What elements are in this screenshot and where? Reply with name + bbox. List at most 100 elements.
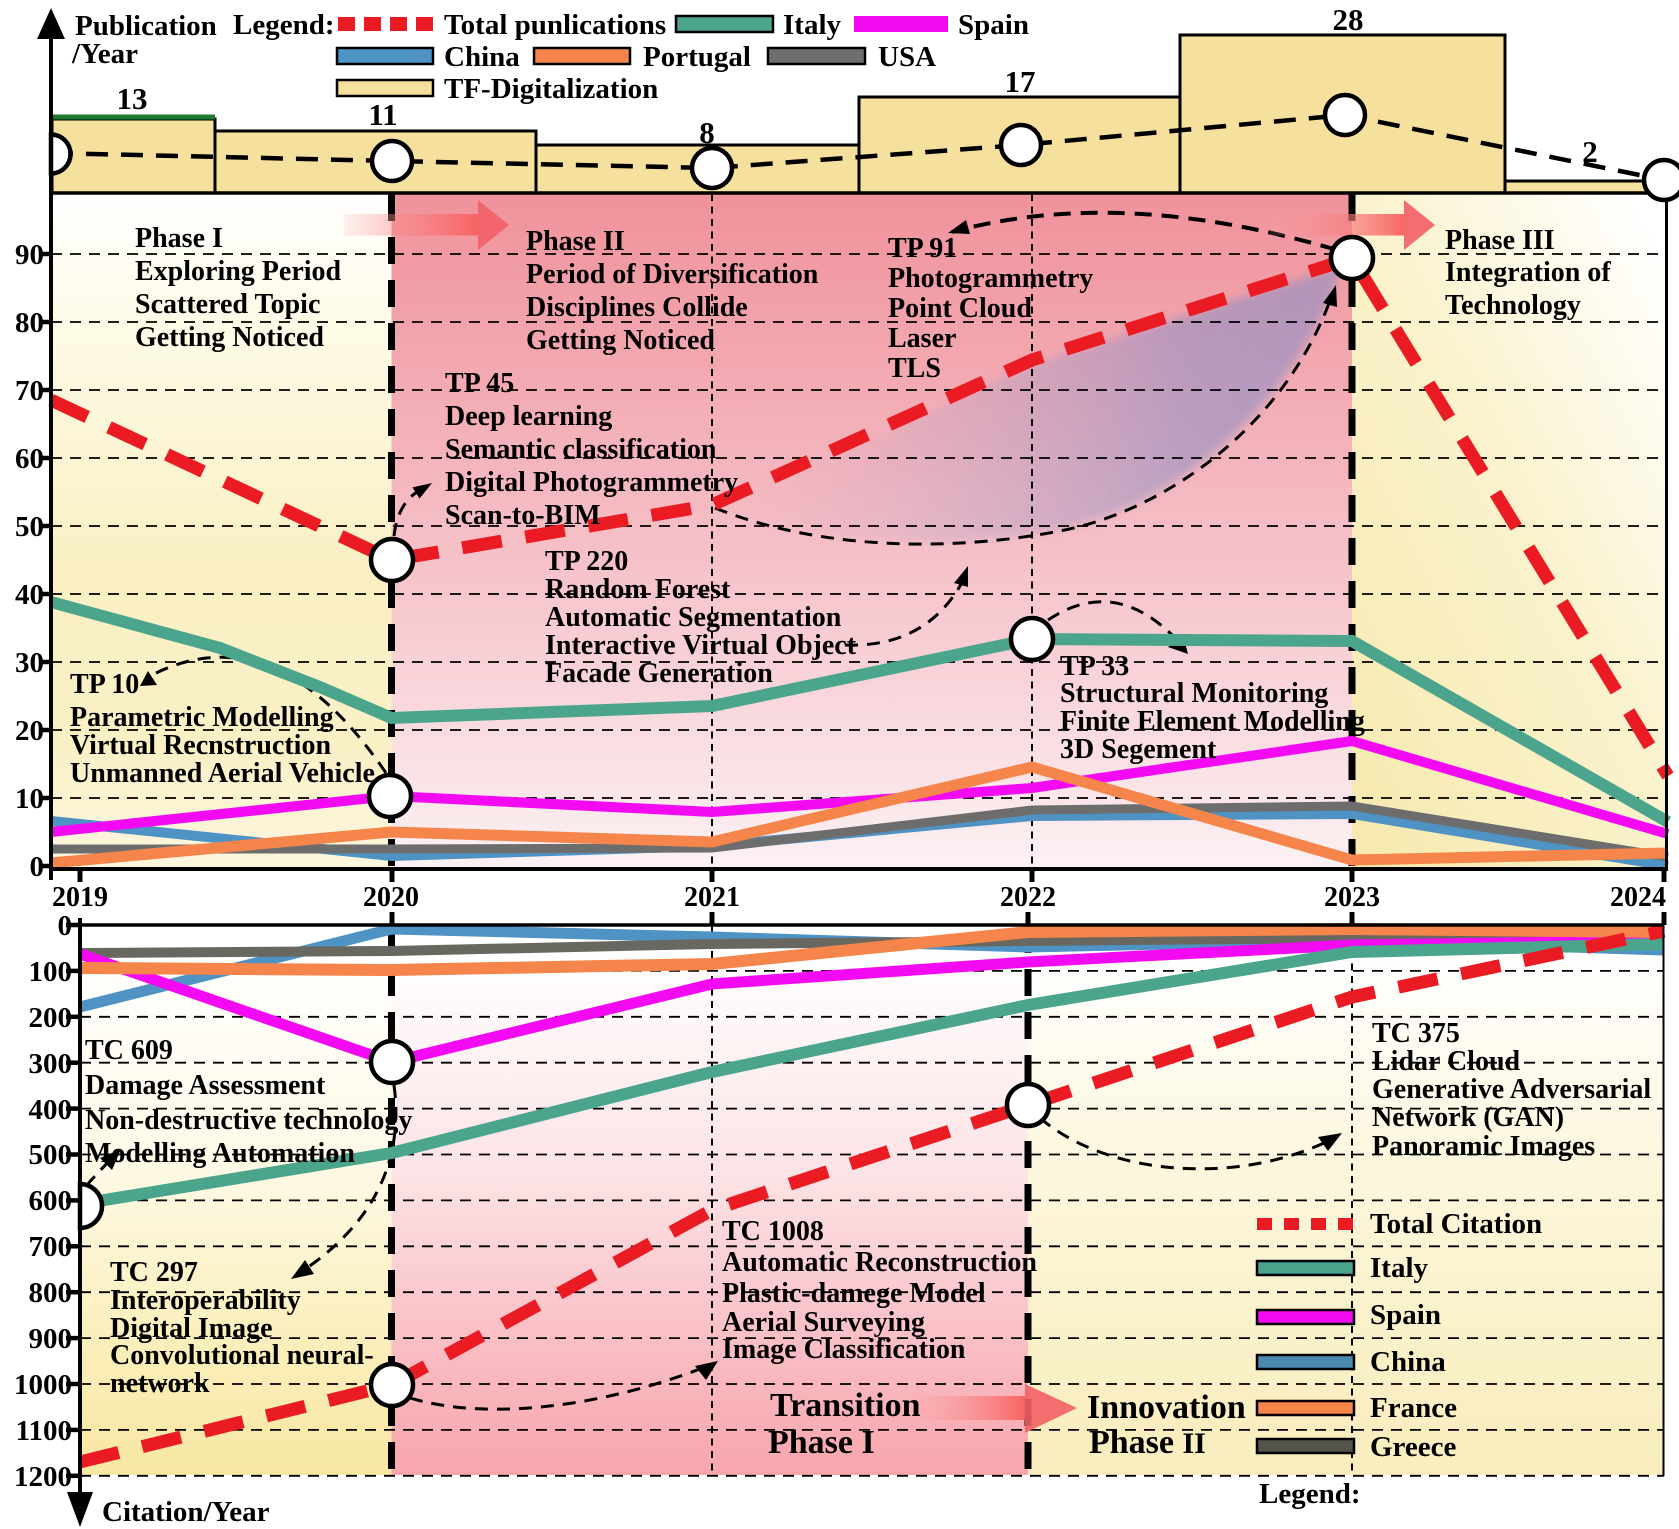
svg-text:Plastic-damege Model: Plastic-damege Model <box>722 1278 986 1309</box>
svg-text:Citation/Year: Citation/Year <box>102 1496 270 1528</box>
svg-text:Integration of: Integration of <box>1445 257 1611 288</box>
svg-text:2022: 2022 <box>1000 882 1056 913</box>
svg-text:Scan-to-BIM: Scan-to-BIM <box>445 500 601 531</box>
svg-text:Getting Noticed: Getting Noticed <box>135 322 324 353</box>
svg-text:Phase I: Phase I <box>768 1424 875 1461</box>
svg-text:90: 90 <box>15 239 44 271</box>
svg-text:200: 200 <box>29 1002 73 1034</box>
svg-text:Digital Photogrammetry: Digital Photogrammetry <box>445 467 738 498</box>
svg-text:Publication: Publication <box>75 10 217 42</box>
svg-text:11: 11 <box>368 97 397 132</box>
svg-text:Italy: Italy <box>1370 1252 1429 1284</box>
svg-text:1200: 1200 <box>14 1461 72 1493</box>
svg-text:Virtual Recnstruction: Virtual Recnstruction <box>70 730 331 761</box>
svg-text:TP 33: TP 33 <box>1060 651 1129 682</box>
svg-text:France: France <box>1370 1392 1457 1424</box>
svg-text:Aerial Surveying: Aerial Surveying <box>722 1307 925 1338</box>
svg-text:TP 91: TP 91 <box>888 233 957 264</box>
svg-text:30: 30 <box>15 647 44 679</box>
svg-text:80: 80 <box>15 307 44 339</box>
svg-text:Total Citation: Total Citation <box>1370 1208 1542 1240</box>
svg-text:700: 700 <box>29 1231 73 1263</box>
svg-text:900: 900 <box>29 1323 73 1355</box>
svg-text:Interactive Virtual Object: Interactive Virtual Object <box>545 630 857 661</box>
svg-text:2: 2 <box>1582 134 1598 169</box>
svg-text:Deep learning: Deep learning <box>445 401 612 432</box>
svg-text:Phase I: Phase I <box>135 223 223 254</box>
svg-text:0: 0 <box>30 851 45 883</box>
svg-text:2024: 2024 <box>1610 882 1666 913</box>
svg-text:17: 17 <box>1005 64 1036 99</box>
svg-text:Lidar Cloud: Lidar Cloud <box>1372 1046 1521 1077</box>
svg-text:8: 8 <box>699 115 715 150</box>
svg-text:TLS: TLS <box>888 353 941 384</box>
svg-text:Panoramic Images: Panoramic Images <box>1372 1131 1595 1162</box>
svg-text:USA: USA <box>878 41 936 73</box>
svg-text:Finite Element Modelling: Finite Element Modelling <box>1060 706 1365 737</box>
svg-text:1100: 1100 <box>16 1415 72 1447</box>
svg-text:100: 100 <box>29 956 73 988</box>
svg-text:Non-destructive technology: Non-destructive technology <box>85 1105 412 1136</box>
svg-text:Spain: Spain <box>958 9 1029 41</box>
svg-text:2020: 2020 <box>363 882 419 913</box>
svg-text:Digital Image: Digital Image <box>110 1313 273 1344</box>
svg-text:Legend:: Legend: <box>233 9 335 41</box>
svg-text:Unmanned Aerial Vehicle: Unmanned Aerial Vehicle <box>70 758 375 789</box>
svg-text:TC 375: TC 375 <box>1372 1018 1460 1049</box>
svg-text:TC 1008: TC 1008 <box>722 1216 824 1247</box>
svg-text:13: 13 <box>117 81 148 116</box>
svg-text:20: 20 <box>15 715 44 747</box>
svg-text:40: 40 <box>15 579 44 611</box>
svg-text:Period of Diversification: Period of Diversification <box>526 259 819 290</box>
svg-text:Structural Monitoring: Structural Monitoring <box>1060 678 1328 709</box>
svg-text:Total punlications: Total punlications <box>444 9 666 41</box>
svg-text:China: China <box>1370 1346 1446 1378</box>
svg-text:70: 70 <box>15 375 44 407</box>
svg-text:Technology: Technology <box>1445 290 1581 321</box>
svg-text:28: 28 <box>1333 2 1364 37</box>
svg-text:2019: 2019 <box>52 882 108 913</box>
svg-text:2023: 2023 <box>1324 882 1380 913</box>
svg-text:Point Cloud: Point Cloud <box>888 293 1032 324</box>
svg-text:Exploring Period: Exploring Period <box>135 256 342 287</box>
svg-text:/Year: /Year <box>71 38 138 70</box>
svg-text:400: 400 <box>29 1094 73 1126</box>
svg-text:Interoperability: Interoperability <box>110 1285 301 1316</box>
svg-text:Disciplines Collide: Disciplines Collide <box>526 292 748 323</box>
svg-text:Legend:: Legend: <box>1259 1478 1361 1510</box>
svg-text:Network (GAN): Network (GAN) <box>1372 1102 1564 1133</box>
svg-text:TF-Digitalization: TF-Digitalization <box>444 73 658 105</box>
svg-text:Phase II: Phase II <box>526 226 625 257</box>
svg-text:Modelling Automation: Modelling Automation <box>85 1138 355 1169</box>
svg-text:Portugal: Portugal <box>643 41 751 73</box>
svg-text:800: 800 <box>29 1277 73 1309</box>
svg-text:TP 220: TP 220 <box>545 546 628 577</box>
svg-text:600: 600 <box>29 1185 73 1217</box>
svg-text:Italy: Italy <box>783 9 842 41</box>
svg-text:Getting Noticed: Getting Noticed <box>526 325 715 356</box>
svg-text:2021: 2021 <box>684 882 740 913</box>
svg-text:Phase II: Phase II <box>1089 1424 1206 1461</box>
svg-text:1000: 1000 <box>14 1369 72 1401</box>
svg-text:China: China <box>444 41 520 73</box>
svg-text:50: 50 <box>15 511 44 543</box>
svg-text:Photogrammetry: Photogrammetry <box>888 263 1093 294</box>
svg-text:Scattered Topic: Scattered Topic <box>135 289 320 320</box>
svg-text:TC 609: TC 609 <box>85 1035 173 1066</box>
svg-text:500: 500 <box>29 1139 73 1171</box>
svg-text:Facade Generation: Facade Generation <box>545 658 773 689</box>
svg-text:Convolutional neural-: Convolutional neural- <box>110 1340 374 1371</box>
svg-text:Phase III: Phase III <box>1445 225 1555 256</box>
svg-text:Greece: Greece <box>1370 1431 1457 1463</box>
svg-text:Laser: Laser <box>888 323 956 354</box>
svg-text:Generative Adversarial: Generative Adversarial <box>1372 1074 1651 1105</box>
svg-text:TP 45: TP 45 <box>445 368 514 399</box>
svg-text:3D Segement: 3D Segement <box>1060 734 1217 765</box>
svg-text:Transition: Transition <box>770 1387 921 1424</box>
svg-text:Random Forest: Random Forest <box>545 574 731 605</box>
svg-text:Innovation: Innovation <box>1087 1389 1246 1426</box>
svg-text:300: 300 <box>29 1048 73 1080</box>
svg-text:Spain: Spain <box>1370 1299 1441 1331</box>
svg-text:Semantic classification: Semantic classification <box>445 434 717 465</box>
svg-text:10: 10 <box>15 783 44 815</box>
